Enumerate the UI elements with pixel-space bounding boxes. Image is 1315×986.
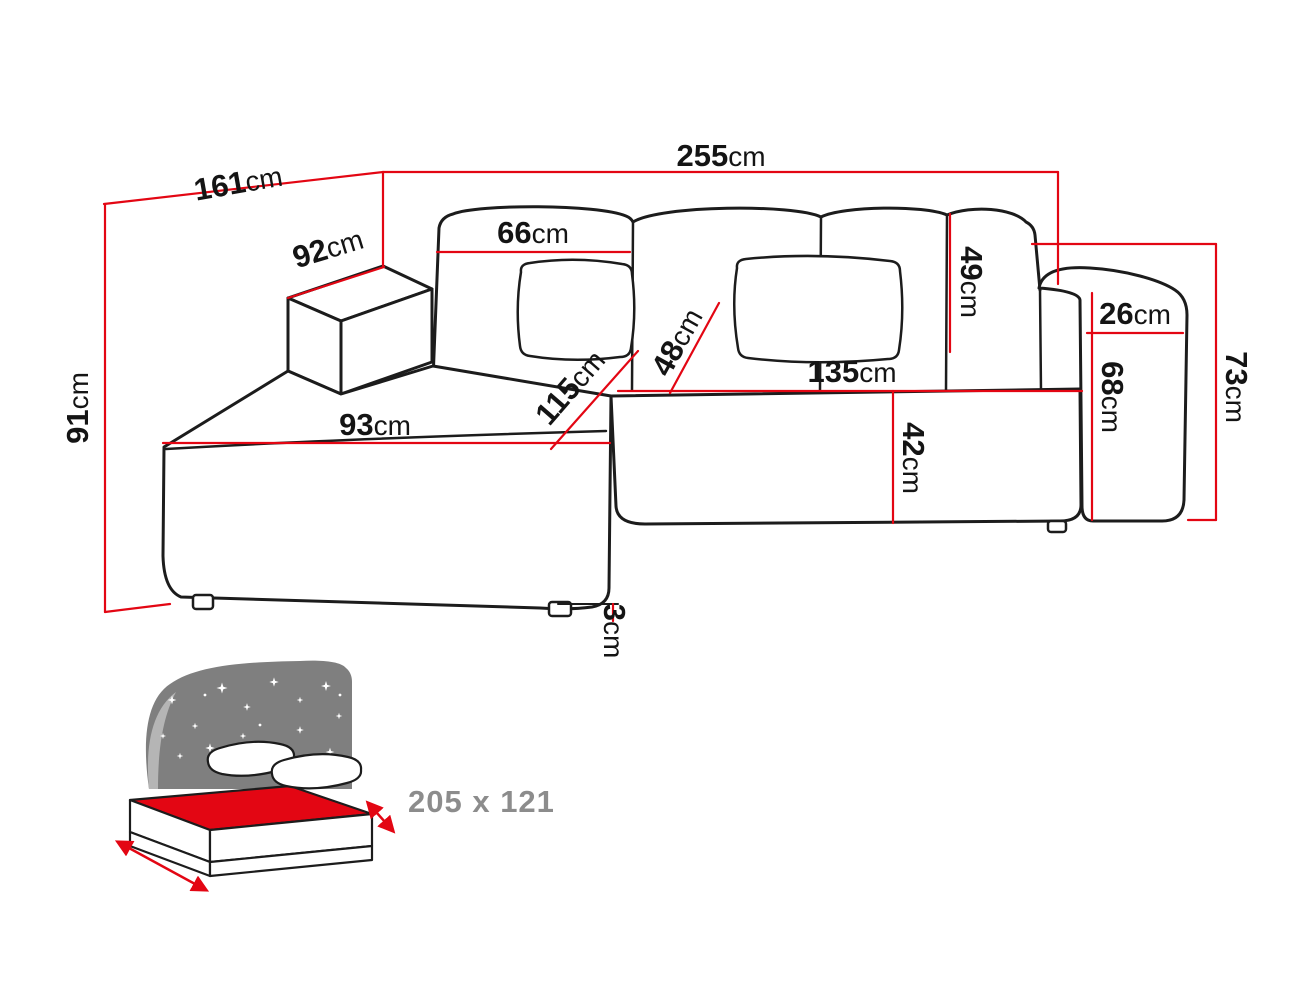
chaise-seam	[164, 429, 608, 451]
sofa-leg	[191, 593, 215, 611]
bed-pillow-right	[270, 753, 363, 790]
dim-seat-depth-label: 135cm	[807, 354, 896, 389]
sleeper-icon	[114, 660, 396, 892]
dim-back-cushion-height-label: 49cm	[954, 246, 989, 318]
dim-armrest-height-label: 68cm	[1095, 361, 1130, 433]
sleeping-depth-arrow	[365, 800, 396, 834]
base-side-front	[208, 844, 374, 878]
dim-right-armrest-label: 26cm	[1099, 296, 1171, 331]
dim-back-cushion-width-label: 66cm	[497, 215, 569, 250]
back-pillow-left	[516, 258, 636, 361]
back-pillow-right	[732, 254, 904, 364]
dim-left-armrest-label: 92cm	[288, 221, 367, 275]
dim-leg-height-label: 3cm	[597, 604, 632, 659]
dim-seat-height-label: 42cm	[896, 422, 931, 494]
dim-chaise-depth-line	[549, 349, 640, 451]
sofa-leg	[1046, 519, 1068, 534]
dim-total-width-label: 255cm	[676, 138, 765, 173]
dimension-lines	[102, 170, 1218, 623]
right-seat	[609, 387, 1083, 526]
dim-side-height-label: 91cm	[60, 372, 95, 444]
dim-depth-label: 161cm	[191, 158, 285, 208]
dim-small-cushion-line	[668, 301, 721, 395]
dim-left-armrest-line	[286, 265, 386, 300]
star-dot	[258, 723, 262, 727]
sofa-leg	[547, 600, 573, 618]
backrest-outline	[431, 205, 1042, 382]
dim-side-height-foot	[103, 602, 172, 614]
sleeping-size-arrows	[114, 800, 396, 892]
dimension-labels: 255cm 161cm 92cm 66cm 49cm 26cm 73cm 68c…	[60, 138, 1254, 658]
headboard-highlight	[147, 692, 176, 789]
star-dot	[203, 693, 207, 697]
sleeping-area-label: 205 x 121	[408, 784, 555, 819]
sofa-drawing	[161, 205, 1189, 618]
star-dot	[338, 693, 342, 697]
dim-backrest-height-label: 73cm	[1219, 351, 1254, 423]
dim-depth-line	[102, 170, 385, 206]
dim-chaise-width-label: 93cm	[339, 407, 411, 442]
sleeping-width-arrow	[114, 840, 210, 892]
left-armrest-side	[339, 287, 434, 396]
backrest-right-edge	[1038, 288, 1043, 394]
